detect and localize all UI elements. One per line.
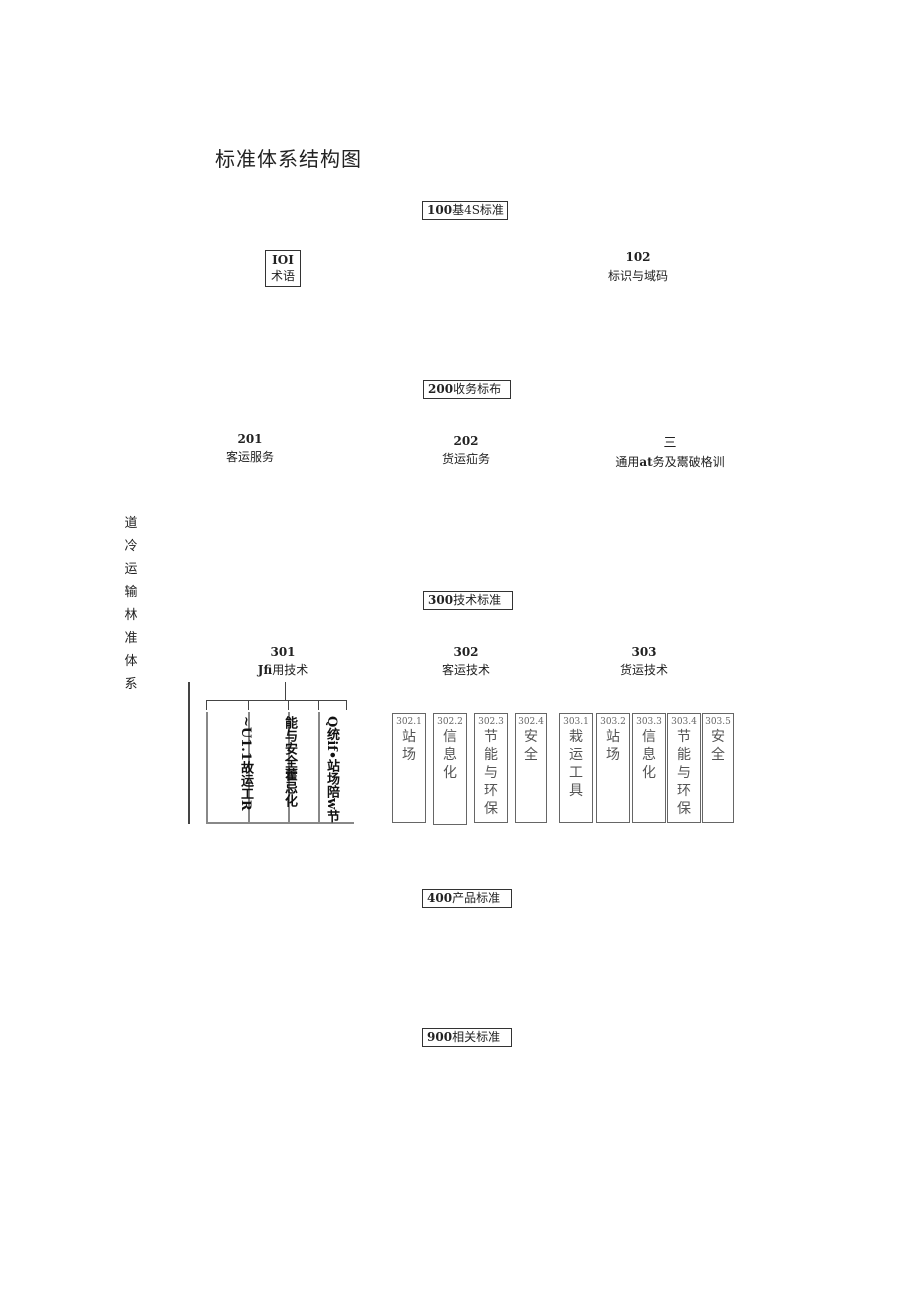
node-202-label: 货运疝务: [441, 452, 490, 466]
page-title: 标准体系结构图: [215, 147, 362, 171]
group-301-bar: [206, 700, 346, 701]
group-301-box: [288, 712, 320, 824]
node-303-1-text: 栽运工具: [569, 729, 583, 799]
group-301-tick: [346, 700, 347, 710]
node-301-label-bold: Jfi: [257, 663, 273, 677]
side-char: 运: [124, 562, 138, 577]
node-101: IOI 术语: [265, 250, 301, 287]
group-301-item: 能与安全藿忌化: [282, 716, 297, 807]
group-301-stem: [285, 682, 286, 700]
node-203-label: 通用at务及鬻破格训: [600, 453, 740, 470]
node-900-label: 相关标准: [452, 1030, 501, 1044]
node-303-code: 303: [631, 645, 657, 659]
node-302-2: 302.2 信息化: [433, 713, 467, 825]
group-301-box: [206, 712, 252, 824]
side-char: 系: [124, 677, 138, 692]
side-label: 道 冷 运 输 林 准 体 系: [124, 512, 138, 696]
group-301-tick: [248, 700, 249, 710]
node-303-1: 303.1 栽运工具: [559, 713, 593, 823]
node-302-4-text: 安全: [524, 729, 538, 763]
node-301-label: Jfi用技术: [243, 661, 323, 678]
node-900: 900相关标准: [422, 1028, 512, 1047]
node-301-label-text: 用技术: [272, 663, 309, 677]
node-101-label: 术语: [270, 269, 295, 283]
node-203-label-post: 务及鬻破格训: [652, 455, 725, 469]
node-102-code: 102: [625, 250, 651, 264]
node-102-label: 标识与域码: [607, 269, 668, 283]
node-400-code: 400: [427, 891, 453, 905]
node-203: 三 通用at务及鬻破格训: [600, 432, 740, 470]
node-201: 201 客运服务: [210, 432, 290, 465]
node-100-code: 100: [427, 203, 453, 217]
side-char: 道: [124, 516, 138, 531]
group-301-tick: [206, 700, 207, 710]
node-302-label: 客运技术: [441, 663, 490, 677]
node-101-code: IOI: [272, 253, 294, 267]
node-303-2-text: 站场: [606, 729, 620, 763]
node-400-label: 产品标准: [452, 891, 501, 905]
node-302-1-text: 站场: [402, 729, 416, 763]
node-303-4-code: 303.4: [671, 717, 697, 727]
node-400: 400产品标准: [422, 889, 512, 908]
node-302-4: 302.4 安全: [515, 713, 547, 823]
node-201-label: 客运服务: [225, 450, 274, 464]
node-303-4-text: 节能与环保: [677, 729, 691, 817]
group-301-box: [248, 712, 290, 824]
node-300-code: 300: [428, 593, 454, 607]
node-202-code: 202: [453, 434, 479, 448]
node-303-4: 303.4 节能与环保: [667, 713, 701, 823]
node-100-label: 基4S标准: [452, 203, 504, 217]
node-102: 102 标识与域码: [598, 250, 678, 284]
node-302-3-code: 302.3: [478, 717, 504, 727]
node-302-1: 302.1 站场: [392, 713, 426, 823]
node-302-3: 302.3 节能与环保: [474, 713, 508, 823]
node-100: 100基4S标准: [422, 201, 508, 220]
node-303-5-code: 303.5: [705, 717, 731, 727]
node-300-label: 技术标准: [453, 593, 502, 607]
node-302-2-code: 302.2: [437, 717, 463, 727]
node-301-code: 301: [270, 645, 296, 659]
node-303-label: 货运技术: [619, 663, 668, 677]
node-303-2-code: 303.2: [600, 717, 626, 727]
side-char: 准: [124, 631, 138, 646]
node-303-3: 303.3 信息化: [632, 713, 666, 823]
node-302-2-text: 信息化: [443, 729, 457, 781]
node-200-label: 收务标布: [453, 382, 502, 396]
side-char: 林: [124, 608, 138, 623]
node-302-4-code: 302.4: [518, 717, 544, 727]
node-302-3-text: 节能与环保: [484, 729, 498, 817]
node-900-code: 900: [427, 1030, 453, 1044]
node-302-code: 302: [453, 645, 479, 659]
node-303: 303 货运技术: [604, 645, 684, 678]
node-203-label-pre: 通用: [615, 455, 640, 469]
group-301-left-rule: [188, 682, 190, 824]
node-200-code: 200: [428, 382, 454, 396]
side-char: 体: [124, 654, 138, 669]
node-300: 300技术标准: [423, 591, 513, 610]
node-303-5-text: 安全: [711, 729, 725, 763]
node-303-2: 303.2 站场: [596, 713, 630, 823]
node-303-3-code: 303.3: [636, 717, 662, 727]
node-303-1-code: 303.1: [563, 717, 589, 727]
group-301-tick: [288, 700, 289, 710]
node-303-3-text: 信息化: [642, 729, 656, 781]
group-301-item: ~U1.1故运工R: [238, 716, 253, 811]
group-301-box: [318, 712, 354, 824]
side-char: 冷: [124, 539, 138, 554]
node-201-code: 201: [237, 432, 263, 446]
node-203-code: 三: [663, 436, 677, 451]
group-301-tick: [318, 700, 319, 710]
node-302: 302 客运技术: [426, 645, 506, 678]
group-301-item: Q统if•站场陪w节: [324, 716, 339, 823]
node-302-1-code: 302.1: [396, 717, 422, 727]
node-203-label-bold: at: [639, 455, 653, 469]
node-202: 202 货运疝务: [426, 434, 506, 467]
side-char: 输: [124, 585, 138, 600]
node-303-5: 303.5 安全: [702, 713, 734, 823]
node-301: 301 Jfi用技术: [243, 645, 323, 678]
node-200: 200收务标布: [423, 380, 511, 399]
